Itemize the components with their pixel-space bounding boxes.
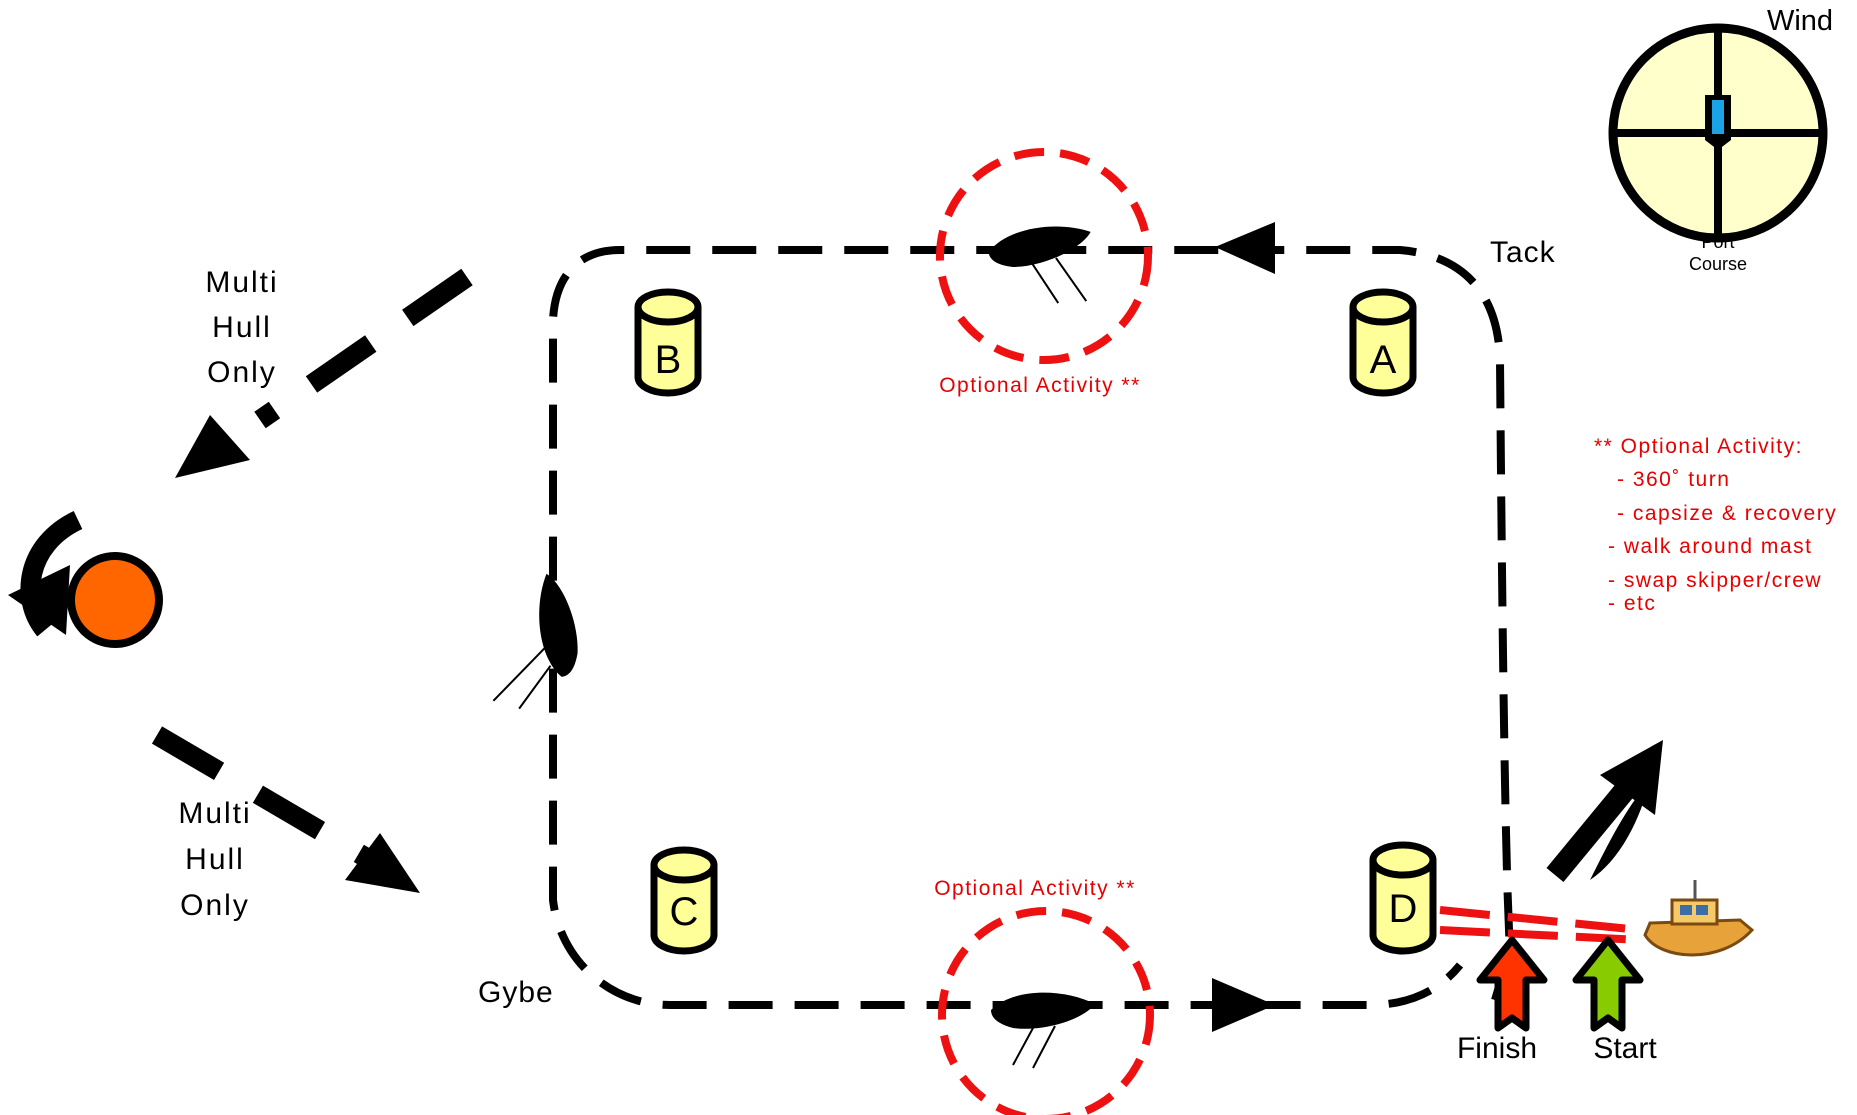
mark-d: D (1369, 841, 1437, 955)
boat-left (492, 571, 581, 710)
departing-boat-arrow (1546, 740, 1663, 882)
finish-arrow (1476, 936, 1548, 1032)
mark-a: A (1349, 288, 1417, 397)
multihull-arrow-bottom (151, 726, 420, 893)
multihull-top-line1: Multi (205, 266, 278, 299)
optional-activity-notes-title: ** Optional Activity: (1594, 435, 1803, 458)
multihull-bottom-line3: Only (180, 889, 250, 922)
gybe-label: Gybe (478, 976, 554, 1009)
optional-activity-ring-top (936, 148, 1152, 364)
start-finish-line (1439, 906, 1641, 944)
compass-course-line2: Course (1689, 254, 1747, 274)
compass-pointer (1712, 100, 1724, 134)
mark-a-label: A (1370, 338, 1397, 382)
compass-course-line1: Port (1701, 232, 1734, 252)
mark-c-label: C (670, 890, 699, 934)
orange-mark (67, 552, 163, 648)
rotation-arrow-head (8, 565, 70, 635)
mark-d-label: D (1389, 887, 1418, 931)
multihull-top-line3: Only (207, 356, 277, 389)
optional-activity-label-top: Optional Activity ** (939, 374, 1141, 397)
multihull-arrow-top (175, 268, 473, 478)
optional-activity-note-5: - etc (1608, 592, 1656, 615)
route-arrow-top (1215, 222, 1275, 274)
start-arrow (1572, 936, 1644, 1032)
tack-label: Tack (1490, 236, 1556, 269)
multihull-top-line2: Hull (212, 311, 272, 344)
mark-b-label: B (655, 338, 682, 382)
wind-compass (1608, 23, 1828, 243)
multihull-bottom-line2: Hull (185, 843, 245, 876)
multihull-bottom-line1: Multi (178, 797, 251, 830)
committee-boat-icon (1643, 880, 1755, 957)
optional-activity-note-1: - 360˚ turn (1617, 468, 1730, 491)
start-label: Start (1593, 1032, 1657, 1065)
optional-activity-label-bottom: Optional Activity ** (934, 877, 1136, 900)
optional-activity-ring-bottom (938, 907, 1154, 1115)
route-arrow-bottom (1212, 978, 1275, 1032)
mark-c: C (650, 846, 718, 955)
optional-activity-note-4: - swap skipper/crew (1608, 569, 1822, 592)
course-route (549, 246, 1515, 1009)
mark-b: B (634, 288, 702, 397)
wind-label: Wind (1767, 5, 1833, 37)
optional-activity-note-3: - walk around mast (1608, 535, 1812, 558)
turning-mark (8, 510, 163, 648)
boat-bottom (991, 992, 1095, 1069)
finish-label: Finish (1457, 1032, 1537, 1065)
boat-top (986, 220, 1095, 304)
optional-activity-note-2: - capsize & recovery (1617, 502, 1837, 525)
